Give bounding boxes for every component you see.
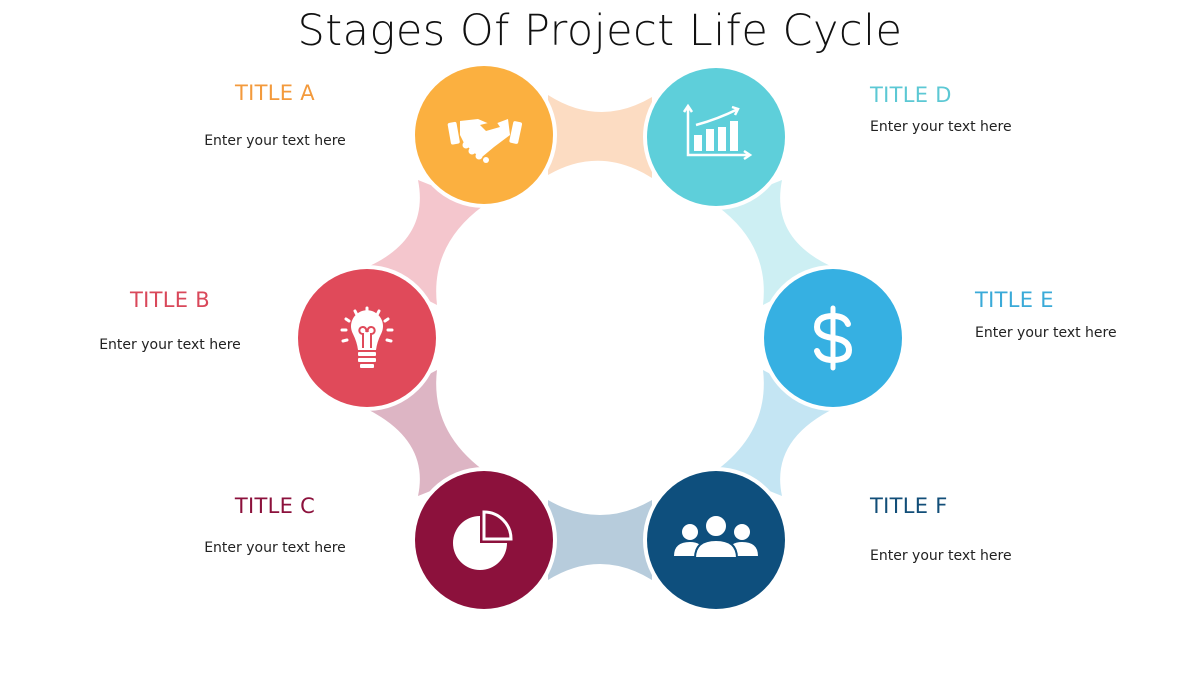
connector-a-d [548,95,652,178]
dollar-icon [813,305,853,371]
connector-c-f [548,500,652,580]
stage-e-title: TITLE E [975,288,1054,312]
handshake-icon [447,119,523,163]
stage-e-text: Enter your text here [975,325,1117,341]
lightbulb-icon [340,306,394,368]
stage-b-title: TITLE B [130,288,210,312]
page-title: Stages Of Project Life Cycle [297,6,903,56]
stage-a-circle [411,62,557,208]
stage-e-label: TITLE E Enter your text here [975,287,1195,342]
bar-chart-growth-icon [682,103,753,161]
stage-c-title: TITLE C [234,494,316,518]
stage-d-circle [643,64,789,210]
pie-chart-icon [453,510,513,570]
stage-f-text: Enter your text here [870,548,1012,564]
stage-f-circle [643,467,789,613]
stage-a-label: TITLE A Enter your text here [175,80,375,150]
stage-d-text: Enter your text here [870,119,1012,135]
stage-b-circle [294,265,440,411]
team-icon [674,514,758,559]
stage-c-text: Enter your text here [204,540,346,556]
stage-d-label: TITLE D Enter your text here [870,82,1090,136]
stage-c-label: TITLE C Enter your text here [175,493,375,557]
stage-c-circle [411,467,557,613]
stage-f-label: TITLE F Enter your text here [870,493,1090,565]
stage-d-title: TITLE D [870,83,952,107]
stage-b-text: Enter your text here [99,337,241,353]
stage-a-text: Enter your text here [204,133,346,149]
stage-e-circle [760,265,906,411]
stage-b-label: TITLE B Enter your text here [70,287,270,354]
stage-f-title: TITLE F [870,494,948,518]
stage-a-title: TITLE A [235,81,315,105]
